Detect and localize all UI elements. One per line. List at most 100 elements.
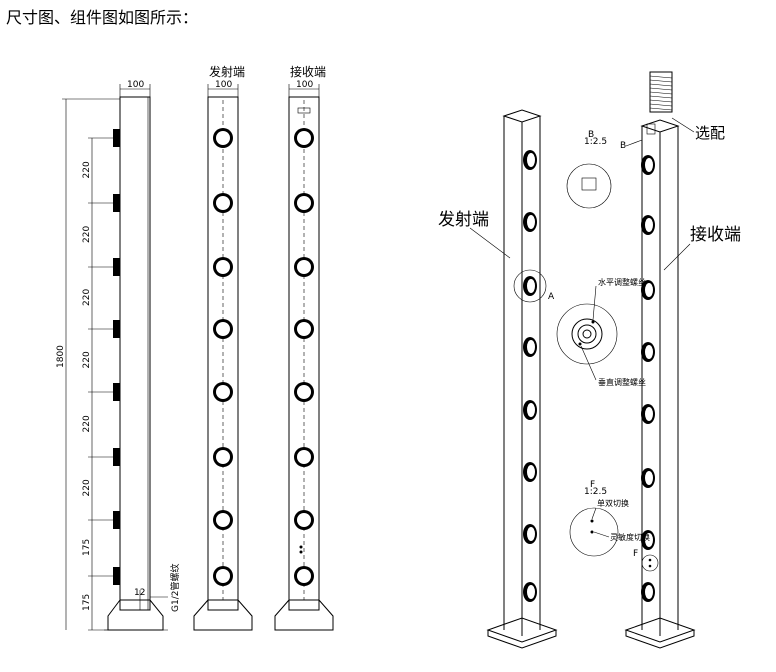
single-double-dot: [590, 519, 594, 523]
spacing-label: 220: [82, 479, 92, 496]
detail-b-window: [581, 177, 597, 191]
spacing-label: 220: [82, 226, 92, 243]
spacing-label: 175: [82, 594, 92, 611]
detail-b-letter: B: [588, 130, 594, 140]
receiver-lenses: [294, 128, 314, 586]
iso-lens-inner: [527, 153, 535, 167]
spacing-label: 220: [82, 415, 92, 432]
optional-label: 选配: [695, 124, 725, 142]
detail-lens-circle: [556, 303, 618, 365]
thread-line: [649, 107, 673, 111]
emitter-width-text: 100: [215, 80, 232, 90]
iso-receiver-label: 接收端: [690, 225, 741, 245]
thread-line: [649, 103, 673, 107]
detail-a-circle: [513, 269, 547, 303]
sensor-side-marker: [113, 567, 120, 585]
total-height-text: 1800: [56, 345, 66, 368]
spacing-label: 220: [82, 351, 92, 368]
iso-lens-inner: [527, 279, 535, 293]
column-body: [119, 96, 151, 611]
column-base: [107, 599, 164, 631]
sensor-side-marker: [113, 383, 120, 401]
front-views: 发射端 100 接收端 100: [193, 64, 334, 631]
sensitivity-leader: [593, 531, 610, 538]
isometric-views: 发射端 接收端 选配 A B 1:2.5 B 水平调整螺丝 垂直调整螺丝 F 1…: [438, 71, 741, 649]
detail-b-circle: [566, 163, 612, 209]
iso-lens-inner: [645, 471, 653, 485]
detail-f-source-dot-b: [648, 564, 652, 568]
thread-label: G1/2管螺纹: [169, 564, 181, 612]
iso-receiver-base-side: [625, 630, 695, 649]
sensor-side-markers: [113, 129, 120, 585]
lens-inner: [216, 385, 230, 399]
receiver-switch-dot-b: [299, 550, 303, 554]
iso-lens-inner: [645, 345, 653, 359]
iso-lens-inner: [645, 218, 653, 232]
iso-lens-inner: [527, 465, 535, 479]
iso-lens-inner: [645, 407, 653, 421]
iso-emitter-leader: [469, 227, 511, 259]
receiver-base: [274, 599, 334, 631]
emitter-base: [193, 599, 253, 631]
horizontal-screw-dot: [591, 320, 595, 324]
sensor-side-marker: [113, 129, 120, 147]
sensitivity-dot: [590, 530, 594, 534]
detail-f-mark: F: [633, 549, 638, 559]
thread-line: [649, 95, 673, 99]
sensor-side-marker: [113, 511, 120, 529]
thread-line: [649, 99, 673, 103]
iso-emitter-base-side: [487, 630, 557, 649]
thread-line: [649, 91, 673, 95]
iso-receiver-top: [640, 119, 680, 133]
lens-inner: [216, 513, 230, 527]
lens-inner: [297, 131, 311, 145]
iso-receiver-window: [646, 123, 656, 135]
width-dim-text: 100: [127, 80, 144, 90]
lens-inner: [297, 260, 311, 274]
lens-inner: [216, 322, 230, 336]
lens-inner: [216, 260, 230, 274]
detail-lens-mid: [577, 324, 597, 344]
iso-lens-inner: [645, 533, 653, 547]
iso-lens-inner: [645, 158, 653, 172]
iso-lens-inner: [527, 527, 535, 541]
detail-f-source-dot-a: [648, 558, 652, 562]
sensitivity-label: 灵敏度切换: [610, 532, 650, 542]
detail-f-source-circle: [641, 554, 659, 572]
sensor-side-marker: [113, 258, 120, 276]
lens-inner: [297, 513, 311, 527]
lens-inner: [297, 322, 311, 336]
detail-b-mark-leader: [625, 139, 643, 147]
lens-inner: [216, 196, 230, 210]
lens-inner: [297, 196, 311, 210]
iso-emitter-top: [502, 109, 542, 123]
vertical-screw-label: 垂直调整螺丝: [598, 377, 646, 387]
detail-lens-inner: [582, 329, 592, 339]
emitter-lenses: [213, 128, 233, 586]
emitter-title: 发射端: [209, 64, 245, 79]
spacing-label: 220: [82, 161, 92, 178]
spacing-label: 220: [82, 289, 92, 306]
thread-lines: [649, 75, 673, 111]
single-double-label: 单双切换: [597, 498, 629, 508]
thread-line: [649, 75, 673, 79]
lens-inner: [297, 450, 311, 464]
detail-f-letter: F: [590, 480, 595, 490]
vertical-screw-dot: [578, 342, 582, 346]
detail-b-scale: 1:2.5: [584, 137, 607, 147]
receiver-column: [288, 96, 320, 611]
iso-emitter-label: 发射端: [438, 210, 489, 230]
lens-inner: [216, 569, 230, 583]
thread-line: [649, 83, 673, 87]
receiver-width-text: 100: [296, 80, 313, 90]
iso-receiver-lenses: [641, 155, 655, 602]
iso-lens-inner: [645, 283, 653, 297]
thread-line: [649, 87, 673, 91]
iso-emitter-lenses: [523, 150, 537, 602]
detail-b-mark: B: [620, 141, 626, 151]
horizontal-screw-leader: [592, 285, 597, 321]
sensor-side-marker: [113, 320, 120, 338]
thread-line: [649, 79, 673, 83]
